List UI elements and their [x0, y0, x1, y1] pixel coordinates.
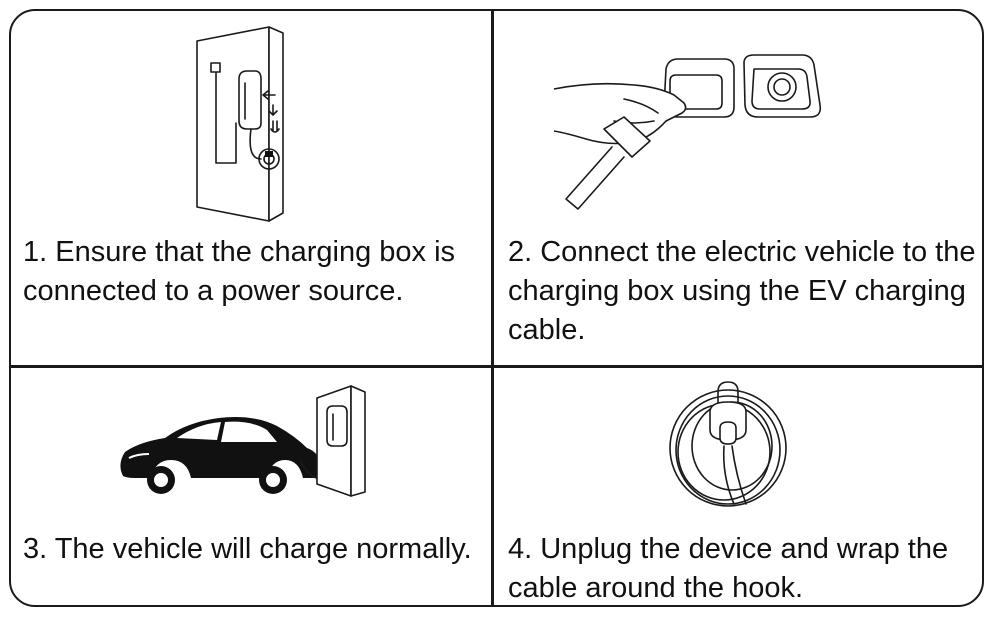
step-2-text: 2. Connect the electric vehicle to the c… [508, 236, 984, 346]
step-3-cell: 3. The vehicle will charge normally. [11, 368, 491, 605]
step-4-cell: 4. Unplug the device and wrap the cable … [494, 368, 982, 605]
step-1-cell: 1. Ensure that the charging box is conne… [11, 11, 491, 365]
wall-charger-icon [196, 26, 284, 222]
grid-divider-vertical [491, 11, 494, 605]
hand-plugging-connector-icon [553, 54, 822, 210]
grid-divider-horizontal [11, 365, 982, 368]
step-4-text: 4. Unplug the device and wrap the cable … [508, 533, 957, 604]
step-2-cell: 2. Connect the electric vehicle to the c… [494, 11, 984, 365]
step-3-text: 3. The vehicle will charge normally. [23, 533, 472, 565]
instruction-panel: 1. Ensure that the charging box is conne… [9, 9, 984, 607]
car-charging-icon [120, 385, 366, 497]
step-1-text: 1. Ensure that the charging box is conne… [23, 236, 464, 307]
cable-coil-hook-icon [669, 381, 787, 507]
